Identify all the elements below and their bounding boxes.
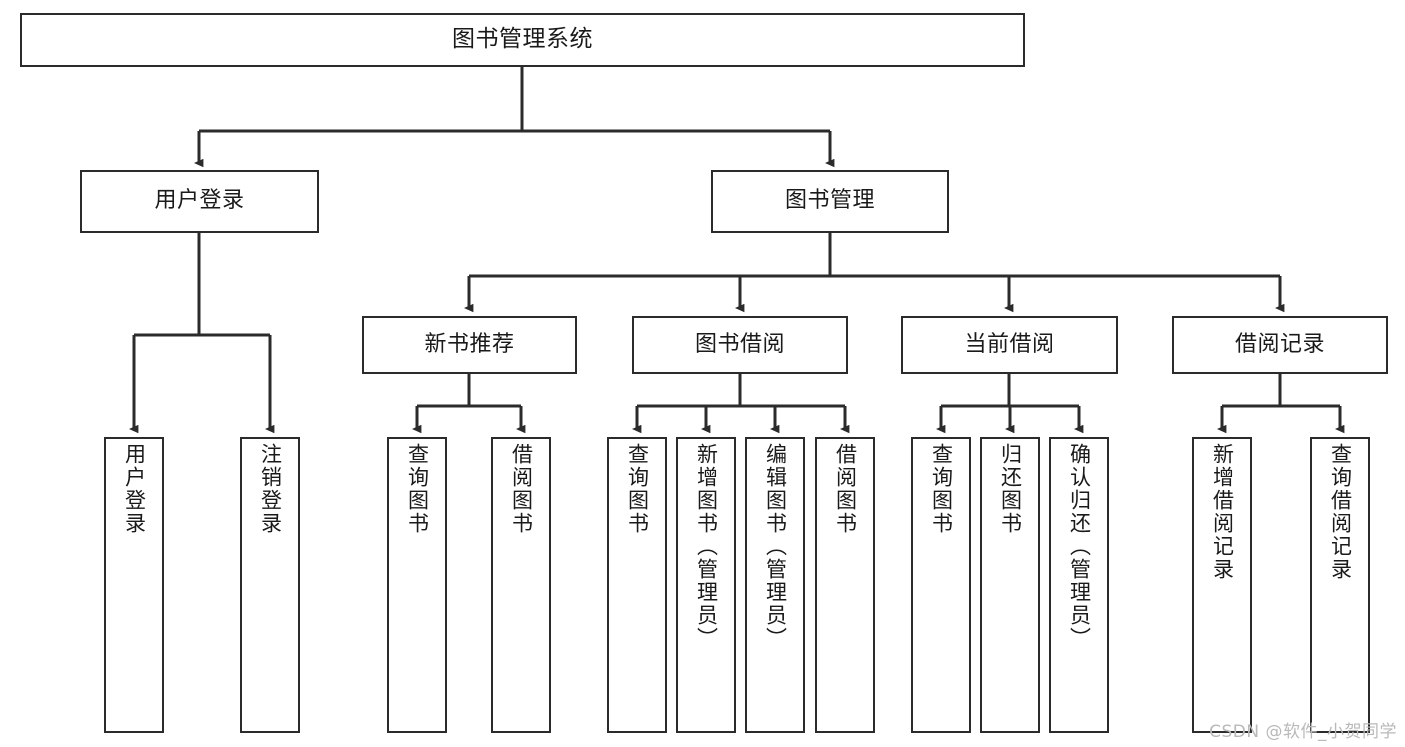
node-user-login[interactable]: 用户登录: [80, 170, 319, 233]
node-label: 借阅图书: [833, 443, 858, 535]
node-label: 借阅记录: [1234, 331, 1325, 357]
node-label: 查询图书: [929, 443, 954, 535]
node-root-book-management-system[interactable]: 图书管理系统: [20, 13, 1025, 67]
node-label: 确认归还（管理员）: [1067, 443, 1092, 650]
node-label: 归还图书: [998, 443, 1023, 535]
node-label: 新增图书（管理员）: [694, 443, 719, 650]
node-label: 借阅图书: [509, 443, 534, 535]
node-leaf-edit-book[interactable]: 编辑图书（管理员）: [745, 437, 805, 733]
csdn-watermark: CSDN @软件_小贺同学: [1209, 722, 1397, 742]
node-leaf-user-login[interactable]: 用户登录: [104, 437, 164, 733]
node-label: 查询图书: [625, 443, 650, 535]
node-current-borrow[interactable]: 当前借阅: [901, 316, 1118, 374]
node-label: 图书管理系统: [452, 26, 593, 53]
node-borrow-record[interactable]: 借阅记录: [1172, 316, 1388, 374]
node-leaf-query-book-2[interactable]: 查询图书: [607, 437, 667, 733]
node-leaf-add-book[interactable]: 新增图书（管理员）: [676, 437, 736, 733]
node-label: 图书管理: [784, 188, 875, 214]
node-book-management[interactable]: 图书管理: [711, 170, 949, 233]
node-leaf-query-book-1[interactable]: 查询图书: [387, 437, 447, 733]
node-label: 用户登录: [154, 188, 245, 214]
node-label: 查询借阅记录: [1328, 443, 1353, 581]
node-label: 注销登录: [258, 443, 283, 535]
node-leaf-add-record[interactable]: 新增借阅记录: [1192, 437, 1252, 733]
node-label: 新书推荐: [424, 331, 515, 357]
node-leaf-borrow-book-1[interactable]: 借阅图书: [491, 437, 551, 733]
node-leaf-logout-login[interactable]: 注销登录: [240, 437, 300, 733]
node-label: 用户登录: [122, 443, 147, 535]
node-leaf-return-book[interactable]: 归还图书: [980, 437, 1040, 733]
node-leaf-borrow-book-2[interactable]: 借阅图书: [815, 437, 875, 733]
node-leaf-confirm-return[interactable]: 确认归还（管理员）: [1049, 437, 1109, 733]
node-label: 图书借阅: [694, 331, 785, 357]
node-label: 编辑图书（管理员）: [763, 443, 788, 650]
node-label: 新增借阅记录: [1210, 443, 1235, 581]
node-label: 当前借阅: [964, 331, 1055, 357]
node-book-borrow[interactable]: 图书借阅: [632, 316, 848, 374]
node-new-book-recommend[interactable]: 新书推荐: [362, 316, 577, 374]
node-leaf-query-record[interactable]: 查询借阅记录: [1310, 437, 1370, 733]
node-leaf-query-book-3[interactable]: 查询图书: [911, 437, 971, 733]
node-label: 查询图书: [405, 443, 430, 535]
